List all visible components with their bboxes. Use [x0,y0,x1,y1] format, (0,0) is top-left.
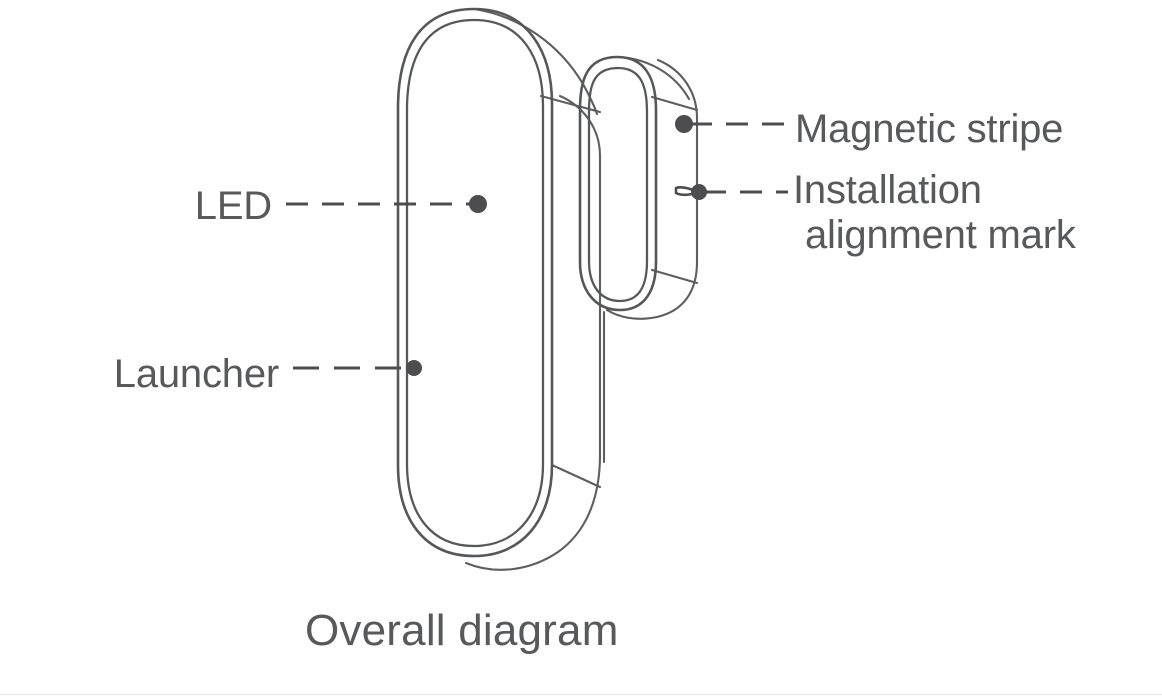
main-body-outer-outline [396,7,554,558]
marker-dot-alignment-mark [691,184,707,200]
magnet-capsule-module [578,55,699,464]
callout-launcher: Launcher [114,352,422,396]
callout-magnetic-stripe: Magnetic stripe [675,107,1063,151]
magnet-module-lower-seam [650,268,699,285]
main-body-side-face [464,94,602,571]
magnet-module-outer-outline [578,55,658,312]
main-body-lower-seam [550,463,602,489]
callout-label-launcher: Launcher [114,352,279,396]
callout-led: LED [195,184,487,228]
marker-dot-magnetic-stripe [675,115,693,133]
callout-label-installation: Installation [793,168,982,212]
callout-label-magnetic-stripe: Magnetic stripe [795,107,1063,151]
callout-label-led: LED [195,184,272,228]
footer-divider [0,694,1162,695]
figure-caption: Overall diagram [305,606,619,655]
marker-dot-launcher [406,360,422,376]
main-body-inner-bezel [405,18,545,548]
marker-dot-led [469,195,487,213]
launcher-capsule-body [396,7,602,571]
magnet-module-upper-seam [650,95,699,112]
magnet-module-inner-bezel [587,66,649,303]
magnet-module-top-face [615,55,691,101]
callout-label-alignment-mark: alignment mark [805,213,1077,257]
main-body-top-face [472,7,599,116]
magnet-module-side-face [605,58,699,320]
callout-installation-alignment-mark: Installation alignment mark [674,168,1077,257]
